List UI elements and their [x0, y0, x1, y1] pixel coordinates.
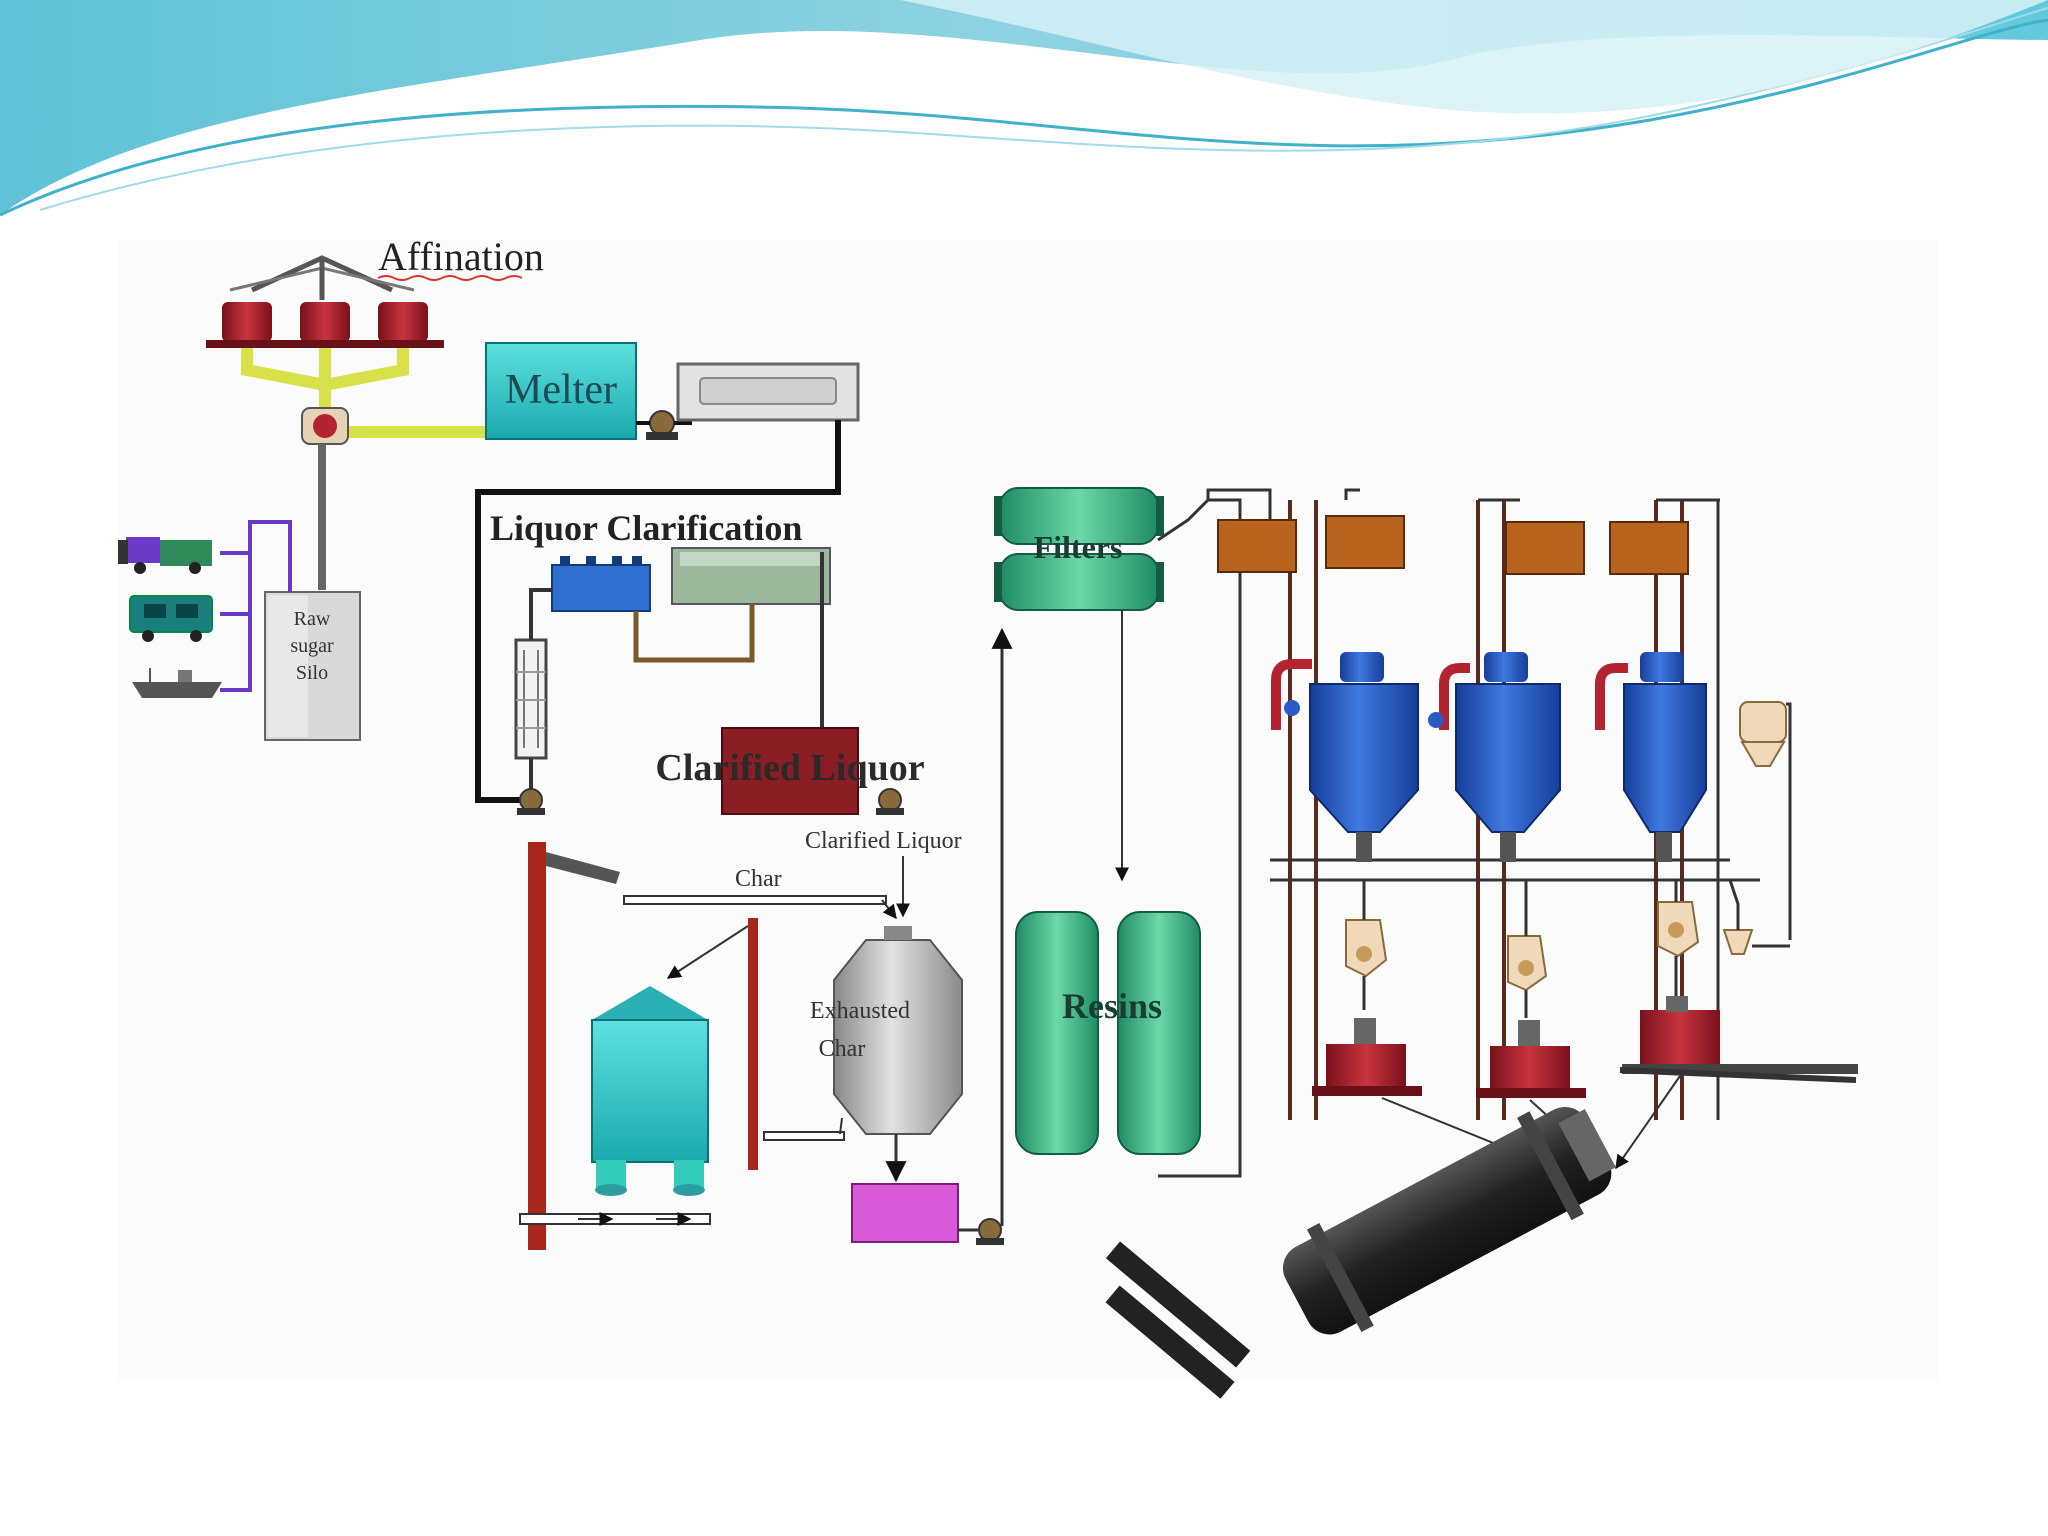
- liquor-clarification-label: Liquor Clarification: [490, 508, 802, 548]
- centrifuge-2: [284, 302, 366, 348]
- sweetwater-tank: [851, 1183, 959, 1243]
- vacuum-pan-2: [1455, 652, 1561, 862]
- melter: Melter: [485, 342, 637, 440]
- raw-sugar-silo-label-1: Raw: [294, 608, 331, 630]
- crystallizer-2: [1507, 880, 1548, 1018]
- centrifuge-1: [206, 302, 288, 348]
- sugar-centrifuge-1: [1312, 1018, 1422, 1096]
- centrifuge-3: [362, 302, 444, 348]
- raw-sugar-silo: Raw sugar Silo: [264, 591, 361, 741]
- truck-icon: [118, 537, 212, 574]
- column-filter: [514, 638, 548, 760]
- slide-header-wave: [0, 0, 2048, 217]
- crystallization-section: [1206, 488, 1858, 1172]
- char-return-conveyor: [519, 1212, 711, 1226]
- sugar-centrifuge-2: [1476, 1020, 1586, 1098]
- feed-tank-1: [1217, 519, 1297, 573]
- char-elevator-2: [748, 918, 758, 1170]
- char-section: Clarified Liquor Char: [519, 627, 1013, 1250]
- clarified-liquor-tank: Clarified Liquor: [655, 727, 925, 815]
- condenser: [1712, 701, 1792, 955]
- clarifier: [671, 547, 831, 605]
- liquor-pipe: [475, 420, 841, 803]
- mingler: [301, 407, 349, 445]
- crystallizer-3: [1657, 880, 1700, 1004]
- liquor-clarification-section: Liquor Clarification: [490, 508, 831, 815]
- vacuum-pan-3: [1623, 652, 1707, 862]
- syrup-pipes: [241, 348, 490, 438]
- sugar-centrifuge-3: [1622, 996, 1858, 1074]
- feed-tank-4: [1609, 521, 1689, 575]
- char-pump: [976, 1218, 1004, 1245]
- ship-icon: [132, 668, 222, 698]
- raw-sugar-silo-label-3: Silo: [296, 662, 328, 684]
- resins-label: Resins: [1062, 986, 1162, 1026]
- clarified-liquor-line-label: Clarified Liquor: [805, 828, 962, 854]
- char-filter-vessel: Exhausted Char: [810, 926, 963, 1135]
- char-elevator: [528, 842, 620, 1250]
- sugar-dryer: [1105, 1106, 1616, 1399]
- crystallizer-1: [1345, 880, 1388, 1010]
- feed-tank-3: [1505, 521, 1585, 575]
- char-label: Char: [735, 866, 782, 892]
- char-storage-bin: [591, 986, 709, 1196]
- raw-sugar-silo-label-2: sugar: [290, 635, 334, 657]
- exhausted-char-label-2: Char: [819, 1036, 866, 1062]
- clarified-liquor-tank-label: Clarified Liquor: [655, 747, 924, 789]
- affination-label: Affination: [378, 234, 544, 279]
- melter-label: Melter: [505, 367, 617, 413]
- vacuum-pan-1: [1284, 652, 1444, 862]
- affination-section: Affination: [206, 234, 544, 590]
- char-conveyor: Char: [623, 866, 897, 920]
- resin-columns: Resins: [1015, 911, 1201, 1155]
- feed-tank-2: [1325, 515, 1405, 569]
- filters: Filters: [994, 487, 1242, 1178]
- melt-heater: [676, 362, 860, 422]
- reaction-tank: [551, 556, 651, 612]
- filters-label: Filters: [1034, 529, 1123, 565]
- liquor-pump: [876, 788, 904, 815]
- exhausted-char-label-1: Exhausted: [810, 998, 910, 1024]
- rail-car-icon: [129, 595, 213, 642]
- raw-sugar-delivery: [118, 520, 292, 698]
